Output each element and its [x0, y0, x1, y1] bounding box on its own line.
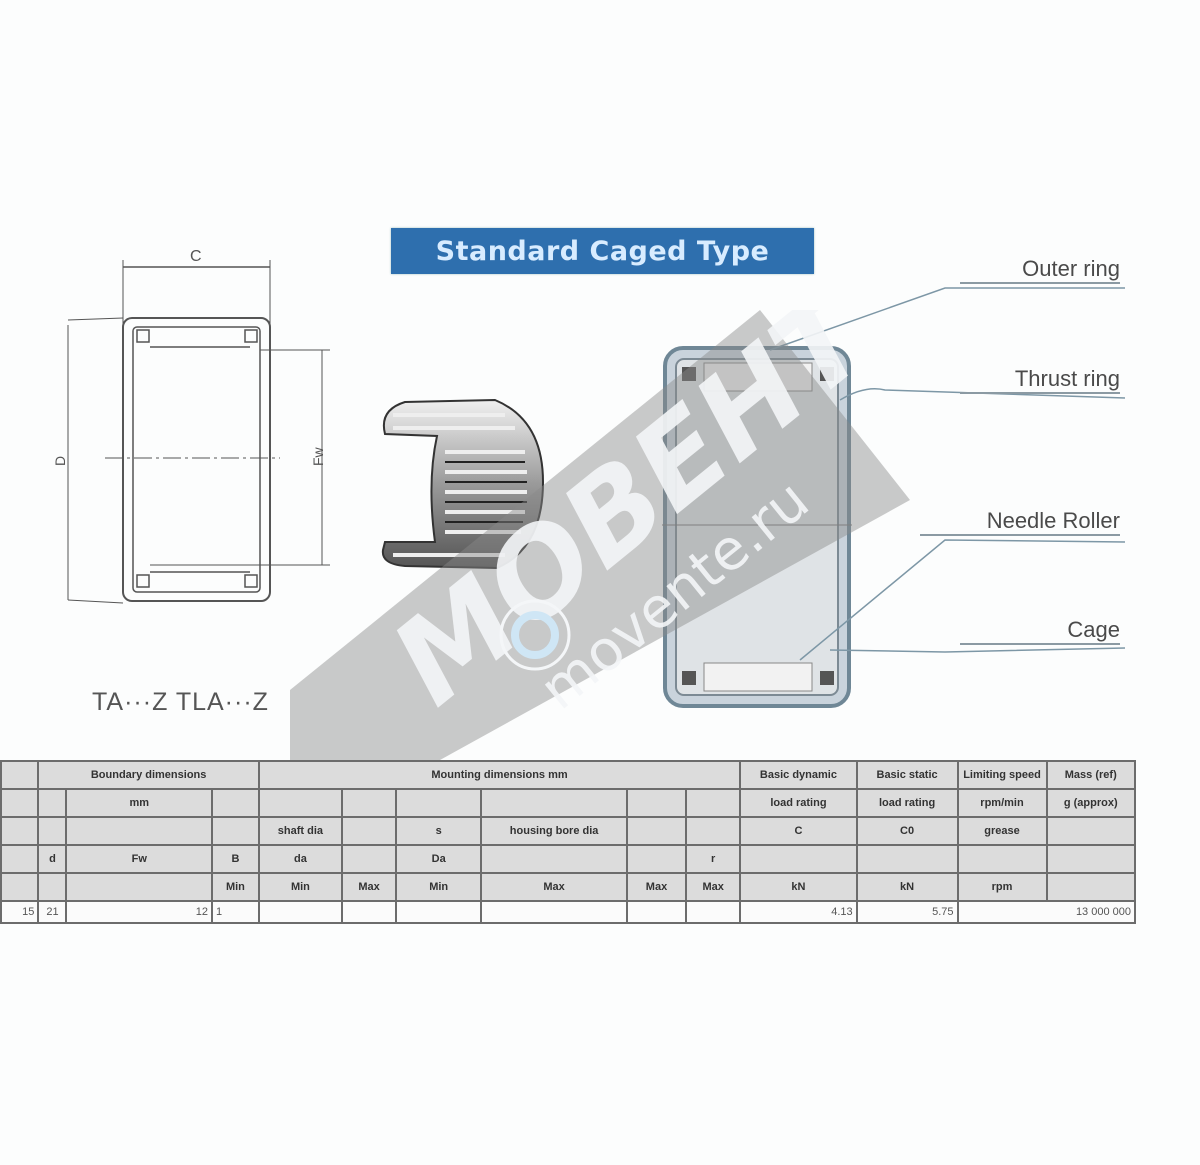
unit-cell: kN [739, 872, 858, 902]
callout-underline [960, 282, 1120, 284]
callout-cage: Cage [960, 617, 1120, 645]
table-row: Min Min Max Min Max Max Max kN kN rpm [0, 872, 1137, 902]
callout-thrust-ring: Thrust ring [960, 366, 1120, 394]
header-unit: mm [65, 788, 214, 818]
model-caption: TA···Z TLA···Z [92, 688, 269, 716]
table-row: Boundary dimensions Mounting dimensions … [0, 760, 1137, 790]
cell-value: 4.13 [739, 900, 858, 924]
header-d: d [37, 844, 68, 874]
header-da: da [257, 844, 344, 874]
header-s: s [395, 816, 483, 846]
callout-underline [960, 643, 1120, 645]
dim-label-fw: Fw [310, 446, 326, 466]
table-row: d Fw B da Da r [0, 844, 1137, 874]
callout-label: Thrust ring [1014, 366, 1120, 391]
unit-cell: Max [685, 872, 742, 902]
cell-value: 5.75 [855, 900, 959, 924]
cross-section-diagram [662, 346, 852, 708]
cell-value: 21 [37, 900, 68, 924]
cell-value: 13 000 000 [956, 900, 1136, 924]
cell-value: 12 [65, 900, 214, 924]
table-row: mm load rating load rating rpm/min g (ap… [0, 788, 1137, 818]
header-load-static: Basic static [855, 760, 959, 790]
header-mass: Mass (ref) [1045, 760, 1137, 790]
callout-underline [920, 534, 1120, 536]
header-b: B [211, 844, 260, 874]
unit-cell: Min [257, 872, 344, 902]
header-da-max: Da [395, 844, 483, 874]
table-row: 15 21 12 1 4.13 5.75 13 000 000 [0, 900, 1136, 924]
dim-label-d: D [52, 456, 68, 466]
title-banner: Standard Caged Type [391, 228, 814, 274]
unit-cell: Max [480, 872, 628, 902]
callout-label: Needle Roller [986, 508, 1120, 533]
unit-cell: rpm [956, 872, 1048, 902]
callout-label: Cage [1067, 617, 1120, 642]
table-row: shaft dia s housing bore dia C C0 grease [0, 816, 1137, 846]
unit-cell: Min [211, 872, 260, 902]
header-grease: grease [956, 816, 1048, 846]
callout-outer-ring: Outer ring [960, 256, 1120, 284]
watermark-logo-icon [499, 599, 571, 671]
header-load-dynamic: Basic dynamic [739, 760, 858, 790]
header-r: r [685, 844, 742, 874]
header-speed: Limiting speed [956, 760, 1048, 790]
callout-needle-roller: Needle Roller [920, 508, 1120, 536]
header-c0: C0 [855, 816, 959, 846]
cell-value: 1 [211, 900, 260, 924]
callout-leaders [769, 287, 1126, 661]
header-fw: Fw [65, 844, 214, 874]
header-c: C [739, 816, 858, 846]
header-mass-sub: g (approx) [1045, 788, 1137, 818]
cell-value: 15 [0, 900, 40, 924]
callout-underline [960, 392, 1120, 394]
header-boundary: Boundary dimensions [37, 760, 260, 790]
unit-cell: Max [625, 872, 688, 902]
header-stat-sub: load rating [855, 788, 959, 818]
header-shaft: shaft dia [257, 816, 344, 846]
header-dyn-sub: load rating [739, 788, 858, 818]
unit-cell: Max [340, 872, 398, 902]
header-mounting: Mounting dimensions mm [257, 760, 742, 790]
dim-label-c: C [190, 248, 202, 265]
bearing-photo [381, 398, 545, 570]
header-housing: housing bore dia [480, 816, 628, 846]
header-speed-sub: rpm/min [956, 788, 1048, 818]
unit-cell: kN [855, 872, 959, 902]
banner-title: Standard Caged Type [435, 235, 770, 267]
unit-cell: Min [395, 872, 483, 902]
spec-table: Boundary dimensions Mounting dimensions … [0, 760, 1137, 924]
section-drawing: C D Fw [52, 248, 330, 604]
callout-label: Outer ring [1022, 256, 1120, 281]
